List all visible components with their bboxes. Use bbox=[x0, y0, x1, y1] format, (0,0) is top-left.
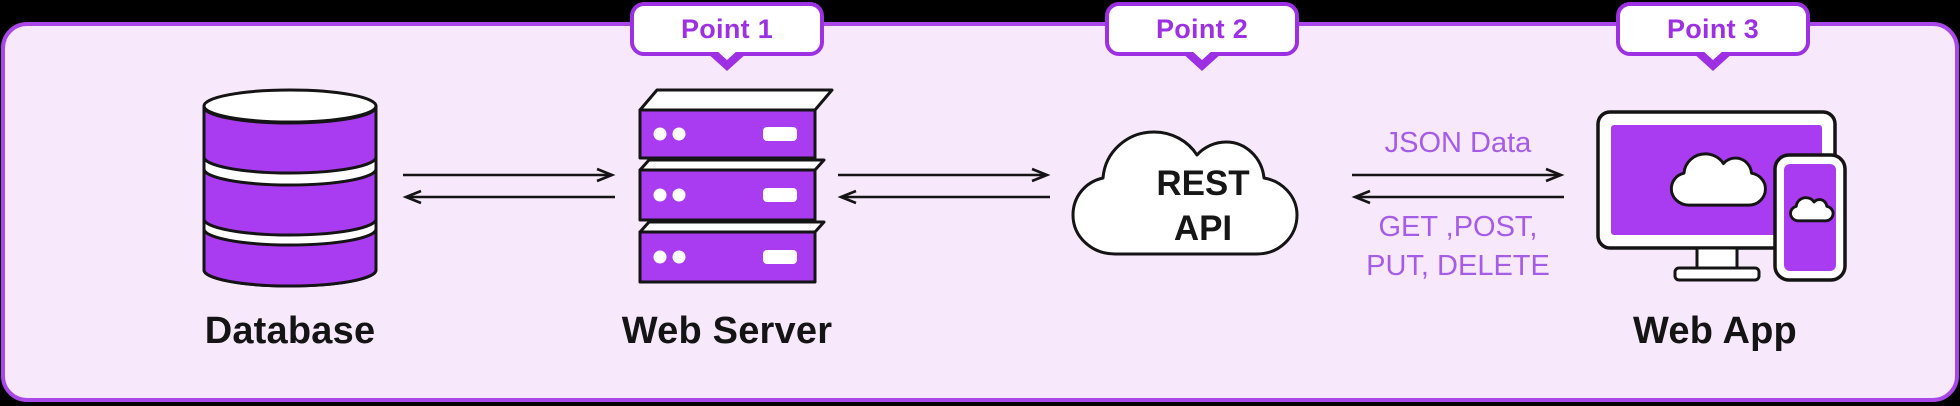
database-cylinder-icon bbox=[202, 88, 378, 288]
http-methods-line1: GET ,POST, bbox=[1378, 211, 1538, 243]
server-stack-icon bbox=[638, 88, 834, 284]
monitor-phone-icon bbox=[1596, 110, 1847, 282]
json-data-label: JSON Data bbox=[1384, 127, 1532, 159]
arrow-pair-restapi-webapp bbox=[1351, 167, 1565, 205]
arrow-pair-webserver-restapi bbox=[837, 167, 1051, 205]
http-methods-label: GET ,POST, PUT, DELETE bbox=[1318, 208, 1598, 286]
web-app-label: Web App bbox=[1633, 310, 1797, 352]
callout-point-1-label: Point 1 bbox=[680, 13, 774, 44]
rest-api-label-line1: REST bbox=[1156, 164, 1249, 203]
arrow-pair-database-webserver bbox=[402, 167, 616, 205]
callout-point-3-label: Point 3 bbox=[1666, 13, 1760, 44]
callout-point-1: Point 1 bbox=[630, 2, 824, 56]
rest-api-cloud-icon: REST API bbox=[1071, 130, 1299, 256]
callout-point-2: Point 2 bbox=[1105, 2, 1299, 56]
http-methods-line2: PUT, DELETE bbox=[1366, 250, 1550, 282]
database-label: Database bbox=[204, 310, 376, 352]
callout-point-2-label: Point 2 bbox=[1155, 13, 1249, 44]
callout-point-3: Point 3 bbox=[1616, 2, 1810, 56]
web-server-label: Web Server bbox=[621, 310, 833, 352]
rest-api-label-line2: API bbox=[1174, 209, 1232, 248]
